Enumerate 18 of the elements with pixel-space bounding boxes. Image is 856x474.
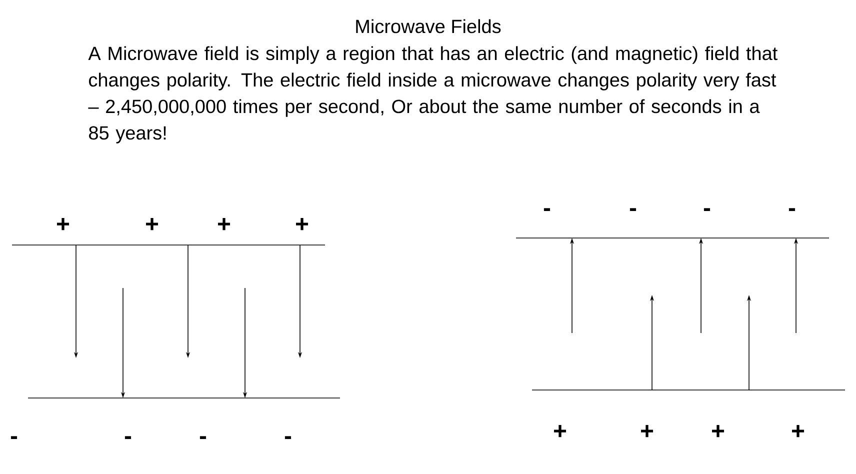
polarity-sign: - xyxy=(630,208,636,212)
polarity-sign: - xyxy=(200,436,206,440)
polarity-sign: + xyxy=(641,424,654,438)
polarity-sign: + xyxy=(296,218,308,230)
paragraph: A Microwave field is simply a region that has an electric (and magnetic) field that changes polarity. The electric field inside a microwave changes polarity very fast – 2,450,000,000 times per second, Or about the same number of seconds in a 85 years! xyxy=(88,46,778,144)
polarity-sign: - xyxy=(284,436,292,440)
polarity-sign: + xyxy=(218,218,230,230)
polarity-sign: - xyxy=(124,436,132,440)
polarity-sign: + xyxy=(146,218,158,230)
polarity-sign: + xyxy=(57,218,70,230)
title: Microwave Fields xyxy=(356,19,501,34)
polarity-sign: - xyxy=(544,208,550,212)
polarity-sign: + xyxy=(554,424,566,438)
polarity-sign: + xyxy=(792,424,804,438)
polarity-sign: + xyxy=(712,424,724,438)
polarity-sign: - xyxy=(788,208,796,212)
polarity-sign: - xyxy=(10,436,18,440)
polarity-sign: - xyxy=(704,208,710,212)
